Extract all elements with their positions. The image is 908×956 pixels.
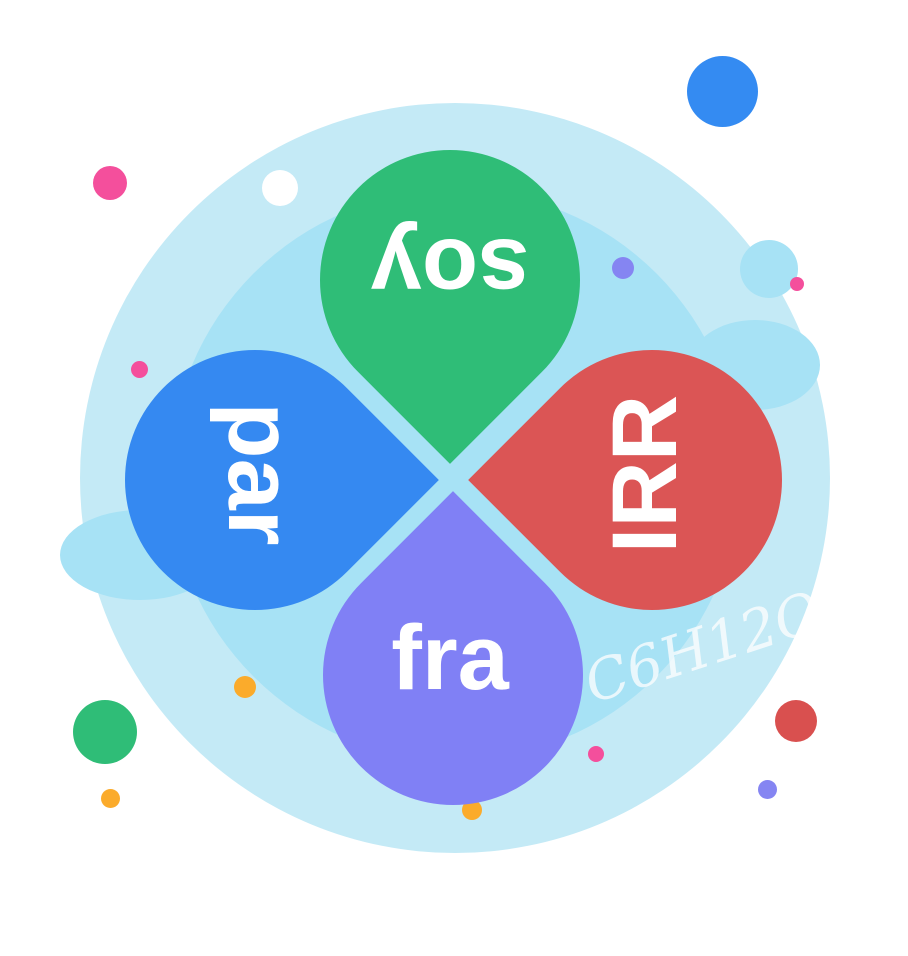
label-irr: IRR <box>594 394 696 554</box>
dot-white <box>262 170 298 206</box>
dot-green <box>73 700 137 764</box>
dot-pink <box>93 166 127 200</box>
dot-purple <box>758 780 777 799</box>
dot-orange <box>462 800 482 820</box>
dot-pink <box>790 277 804 291</box>
dot-blue <box>687 56 758 127</box>
cloud-blob <box>740 240 798 298</box>
dot-red <box>775 700 817 742</box>
dot-purple <box>612 257 634 279</box>
label-fra: fra <box>391 607 509 709</box>
label-par: par <box>209 402 311 546</box>
dot-pink <box>588 746 604 762</box>
dot-orange <box>234 676 256 698</box>
label-soy: soy <box>370 220 530 322</box>
dot-orange <box>101 789 120 808</box>
dot-pink <box>131 361 148 378</box>
